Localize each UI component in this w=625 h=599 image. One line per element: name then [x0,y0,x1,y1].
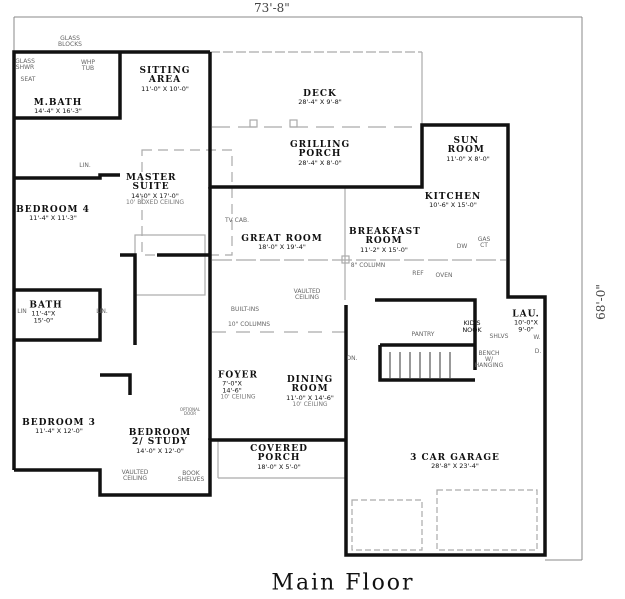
room-size: 11'-0" X 10'-0" [141,85,189,94]
room-size: 28'-8" X 23'-4" [431,462,479,471]
room-name: KITCHEN [424,191,482,202]
note-optional-door: OPTIONAL DOOR [179,407,201,416]
note-dryer: D. [534,348,542,355]
room-size: 18'-0" X 5'-0" [257,463,301,472]
room-name: GRILLING PORCH [290,140,351,160]
plan-title: Main Floor [271,570,415,596]
room-size: 10'-0"X 9'-0" [514,318,538,334]
room-size: 11'-4" X 11'-3" [29,214,77,223]
room-name: SUN ROOM [447,136,485,156]
note-washer: W. [533,334,541,341]
room-name: BATH [29,300,63,311]
note-linen: LIN. [79,162,91,169]
room-size: 28'-4" X 8'-0" [298,159,342,168]
note-seat: SEAT [20,76,36,83]
note-linen: LIN [17,308,27,315]
note-tv-cabinet: TV CAB. [225,217,249,224]
note-columns: 10" COLUMNS [227,321,271,328]
room-name: DINING ROOM [286,375,334,395]
porch-lines [134,51,538,551]
room-name: DECK [303,88,337,99]
room-size: 28'-4" X 9'-8" [298,98,342,107]
room-size: 11'-4"X 15'-0" [31,309,56,325]
room-name: COVERED PORCH [250,444,308,464]
dimension-lines [13,16,583,561]
room-note: 10' BOXED CEILING [126,198,184,206]
note-pantry: PANTRY [411,331,435,338]
room-size: 18'-0" X 19'-4" [258,243,306,252]
note-bench: BENCH W/ HANGING [474,350,504,369]
room-name: 3 CAR GARAGE [410,452,500,463]
walls [12,50,547,557]
note-linen: LIN. [96,308,108,315]
note-dishwasher: DW [456,243,468,250]
stairs [389,352,451,378]
note-down: DN. [346,355,358,362]
room-size: 14'-4" X 16'-3" [34,107,82,116]
note-oven: OVEN [435,272,453,279]
room-laundry: LAU.10'-0"X 9'-0" [511,309,541,334]
note-vaulted-ceiling: VAULTED CEILING [293,288,321,301]
note-shelves: SHLVS [489,333,509,340]
note-column: 8" COLUMN [350,262,386,269]
room-name: BEDROOM 4 [16,204,90,215]
room-size: 7'-0"X 14'-6" [222,379,242,395]
room-name: SITTING AREA [139,66,191,86]
room-name: LAU. [512,309,540,320]
note-built-ins: BUILT-INS [230,306,260,313]
room-name: M.BATH [33,97,83,108]
room-name: KID'S NOOK [462,319,482,334]
note-glass-shower: GLASS SHWR [15,58,35,71]
note-book-shelves: BOOK SHELVES [177,470,205,483]
room-kids-nook: KID'S NOOK [460,320,485,334]
room-size: 11'-0" X 8'-0" [446,155,490,164]
room-size: 14'-0" X 17'-0" [131,191,179,200]
room-name: FOYER [218,370,258,381]
room-size: 11'-4" X 12'-0" [35,427,83,436]
note-vaulted-ceiling: VAULTED CEILING [121,469,149,482]
room-name: MASTER SUITE [126,173,177,193]
room-note: 10' CEILING [292,400,328,408]
room-size: 11'-0" X 14'-6" [286,393,334,402]
depth-dimension: 68'-0" [593,284,608,320]
room-size: 11'-2" X 15'-0" [360,246,408,255]
note-gas-cooktop: GAS CT [477,236,491,249]
room-size: 14'-0" X 12'-0" [136,447,184,456]
room-name: GREAT ROOM [241,233,323,244]
note-glass-blocks: GLASS BLOCKS [58,35,82,48]
room-size: 10'-6" X 15'-0" [429,201,477,210]
room-name: BEDROOM 2/ STUDY [128,428,192,448]
note-refrigerator: REF [412,270,424,277]
room-name: BEDROOM 3 [22,417,96,428]
width-dimension: 73'-8" [254,1,290,15]
room-note: 10' CEILING [220,393,256,401]
note-whirlpool-tub: WHP TUB [80,59,96,72]
room-name: BREAKFAST ROOM [349,227,421,247]
